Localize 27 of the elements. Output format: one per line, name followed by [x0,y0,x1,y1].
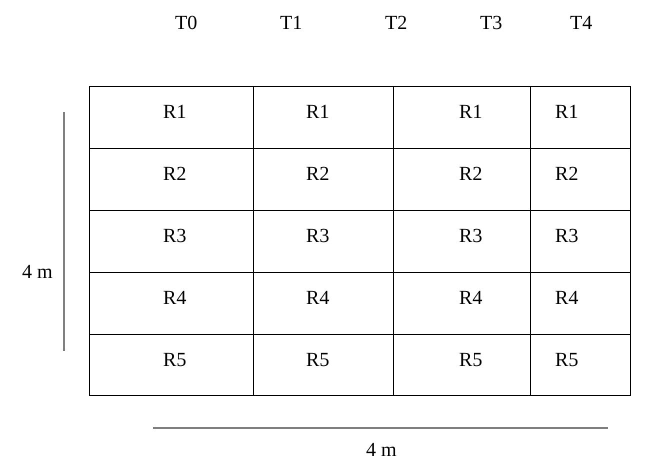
row-label: R5 [459,350,482,370]
row-label: R3 [163,226,186,246]
row-label: R3 [555,226,578,246]
row-label: R1 [306,102,330,122]
row-label: R4 [163,288,186,308]
row-label: R4 [306,288,330,308]
column-heading: T3 [480,13,502,33]
row-label: R5 [306,350,330,370]
column-heading: T0 [175,13,198,33]
column-heading: T2 [385,13,408,33]
column-heading: T1 [280,13,302,33]
row-label: R1 [555,102,578,122]
dimension-text: 4 m [366,440,397,460]
row-label: R5 [163,350,186,370]
row-label: R1 [163,102,186,122]
row-label: R4 [555,288,578,308]
row-label: R4 [459,288,482,308]
row-label: R1 [459,102,482,122]
row-label: R5 [555,350,578,370]
dimension-text: 4 m [22,262,53,282]
column-heading: T4 [570,13,592,33]
row-label: R3 [306,226,330,246]
row-label: R2 [555,164,578,184]
row-label: R3 [459,226,482,246]
row-label: R2 [306,164,330,184]
row-label: R2 [459,164,482,184]
row-label: R2 [163,164,186,184]
